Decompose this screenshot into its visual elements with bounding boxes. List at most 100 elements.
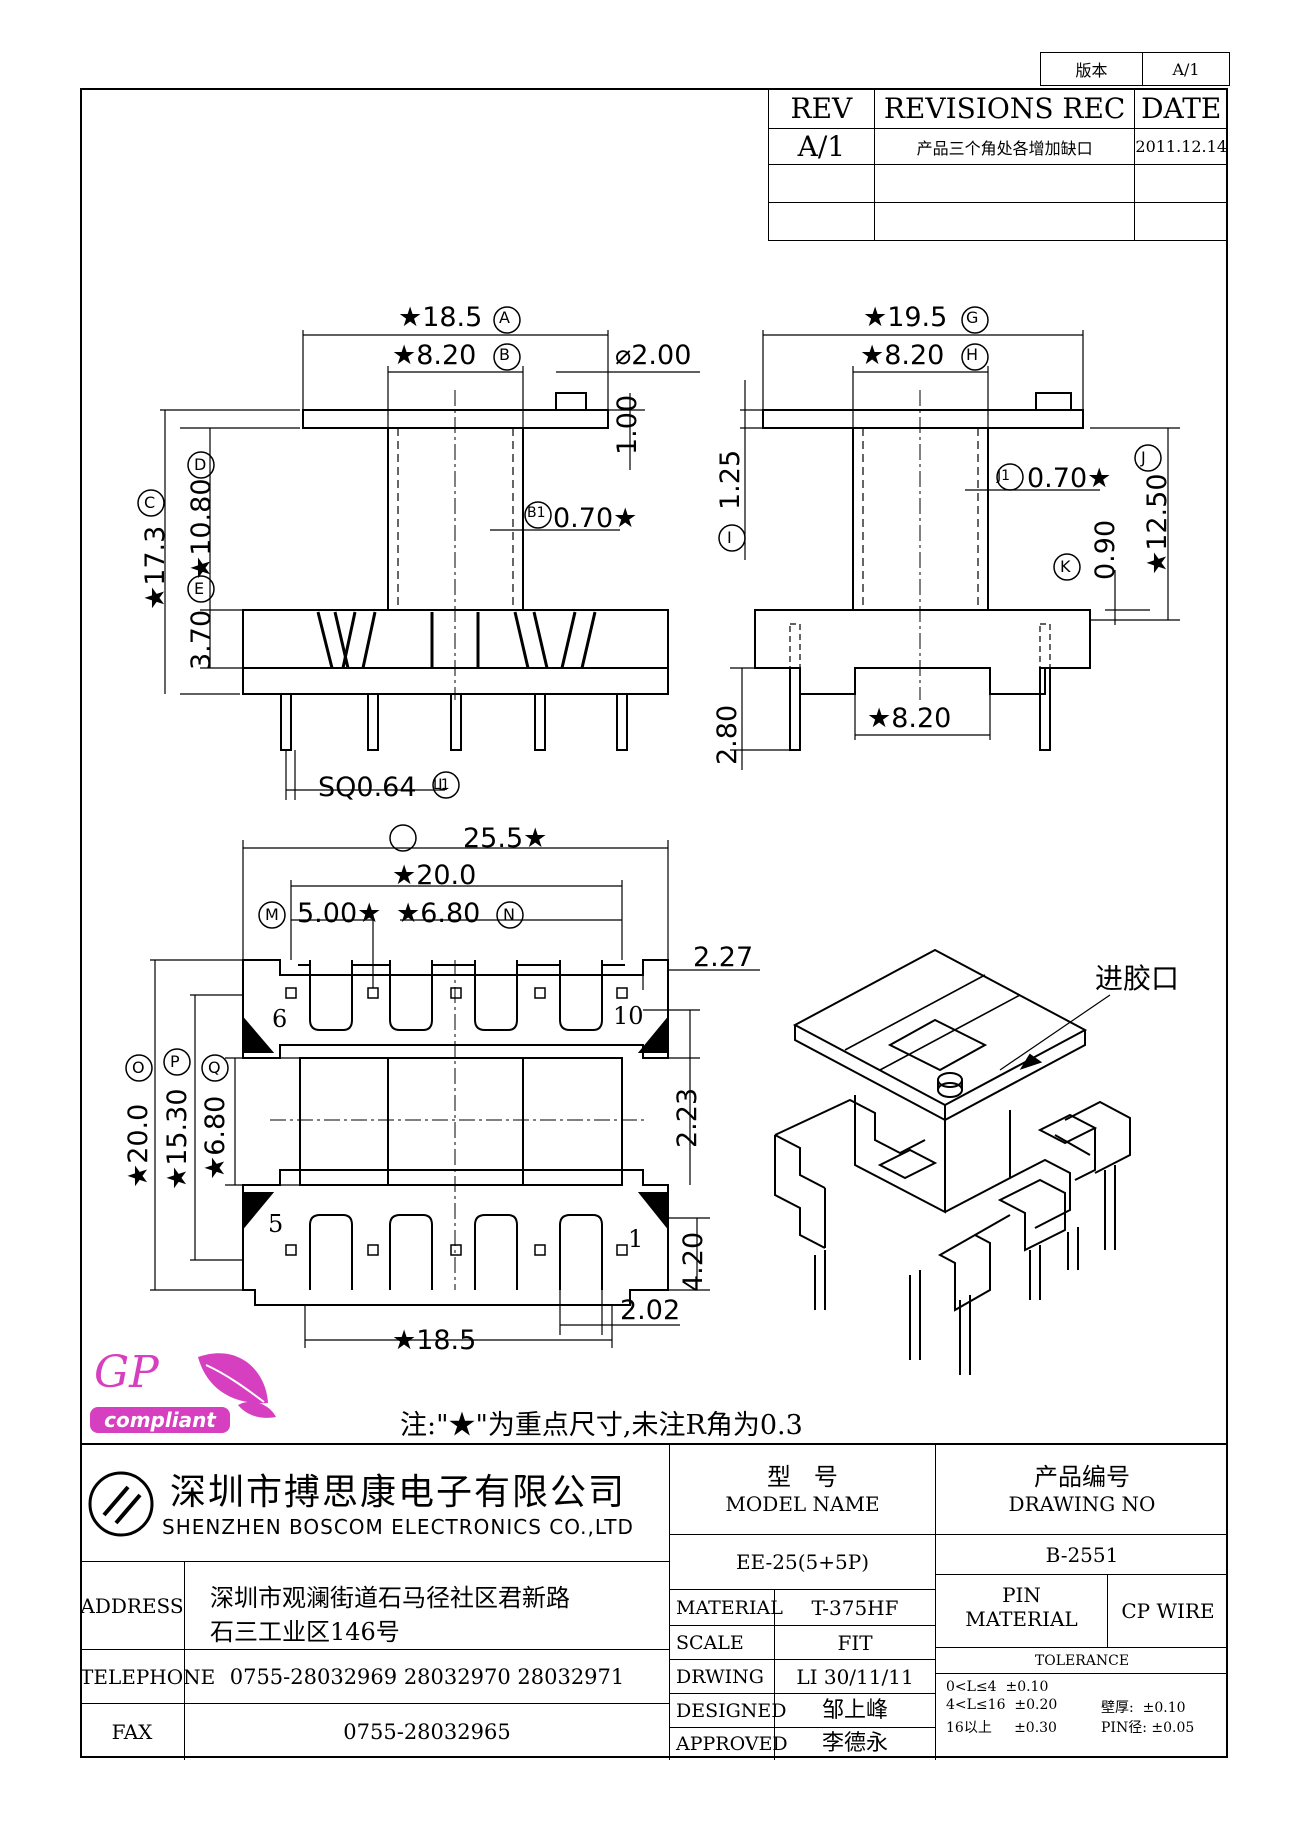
- isometric-view: [774, 948, 1131, 1375]
- tag-q: Q: [208, 1058, 221, 1077]
- spec-block: MATERIAL T-375HF SCALE FIT DRWING LI 30/…: [670, 1590, 936, 1760]
- tag-n: N: [503, 905, 515, 924]
- dim-bottom-span: ★18.5: [392, 1325, 477, 1356]
- rev-cell: A/1: [768, 128, 875, 165]
- approved-value: 李德永: [775, 1728, 936, 1760]
- tag-i: I: [727, 528, 732, 547]
- compliant-badge: compliant: [90, 1407, 230, 1433]
- approved-label: APPROVED: [670, 1728, 788, 1760]
- pin-material-label-cell: PIN MATERIAL: [936, 1575, 1108, 1648]
- tag-p: P: [170, 1052, 180, 1071]
- tag-b1: B1: [527, 505, 546, 521]
- tolerance-row2b: 壁厚: ±0.10: [1101, 1700, 1186, 1716]
- material-value: T-375HF: [775, 1590, 936, 1626]
- dim-b1: 0.70★: [553, 503, 638, 534]
- dim-edge: 2.27: [693, 942, 754, 973]
- telephone-value: 0755-28032969 28032970 28032971: [185, 1650, 670, 1704]
- tag-d: D: [194, 455, 207, 474]
- contact-block: ADDRESS 深圳市观澜街道石马径社区君新路 石三工业区146号 TELEPH…: [80, 1562, 670, 1760]
- tag-g: G: [966, 308, 979, 327]
- dim-side-height: ★12.50: [1142, 473, 1173, 575]
- side-view: [730, 330, 1180, 770]
- model-label-en: MODEL NAME: [725, 1492, 880, 1516]
- pin-material-label: MATERIAL: [965, 1607, 1078, 1631]
- dim-pin-sq: SQ0.64: [318, 772, 417, 803]
- front-view: [160, 330, 700, 800]
- pin-label-6: 6: [272, 1005, 288, 1033]
- bottom-view: [150, 840, 760, 1348]
- date-cell: [1134, 202, 1228, 241]
- drawing-label-cn: 产品编号: [1034, 1463, 1130, 1491]
- tag-l: L: [438, 775, 447, 794]
- drawing-note: 注:"★"为重点尺寸,未注R角为0.3: [400, 1410, 803, 1441]
- model-label-cell: 型 号 MODEL NAME: [670, 1445, 936, 1535]
- telephone-label: TELEPHONE: [80, 1650, 215, 1704]
- front-slots: [316, 611, 597, 669]
- dim-p: ★15.30: [162, 1088, 193, 1190]
- address-value-cell: 深圳市观澜街道石马径社区君新路 石三工业区146号: [185, 1562, 670, 1650]
- dim-pitch-left: 5.00★: [297, 898, 382, 929]
- revision-table: REV REVISIONS REC DATE A/1 产品三个角处各增加缺口 2…: [768, 88, 1228, 241]
- material-label: MATERIAL: [670, 1590, 783, 1626]
- dim-base-right: 4.20: [678, 1231, 709, 1292]
- tag-h: H: [966, 345, 979, 364]
- model-label-cn: 型 号: [767, 1463, 838, 1491]
- dim-side-core: ★8.20: [860, 340, 945, 371]
- title-block: 深圳市搏思康电子有限公司 SHENZHEN BOSCOM ELECTRONICS…: [80, 1443, 1228, 1760]
- version-label: 版本: [1039, 52, 1144, 86]
- tag-o: O: [132, 1058, 145, 1077]
- bottom-top-slots: [298, 960, 625, 1031]
- inlet-label: 进胶口: [1095, 962, 1180, 995]
- rec-header: REVISIONS REC: [873, 88, 1136, 129]
- model-value: EE-25(5+5P): [670, 1535, 936, 1590]
- dim-notch: 2.02: [620, 1295, 681, 1326]
- rec-cell: [873, 202, 1136, 241]
- dim-winding: ★10.80: [186, 478, 217, 580]
- address-line2: 石三工业区146号: [210, 1618, 400, 1646]
- version-value: A/1: [1142, 52, 1230, 86]
- dim-top-flange: 1.00: [612, 394, 643, 455]
- company-cell: 深圳市搏思康电子有限公司 SHENZHEN BOSCOM ELECTRONICS…: [80, 1445, 670, 1562]
- dim-side-width: ★19.5: [863, 302, 948, 333]
- gp-text: GP: [94, 1347, 159, 1398]
- tag-c: C: [144, 493, 156, 512]
- drwing-label: DRWING: [670, 1660, 775, 1694]
- designed-value: 邹上峰: [775, 1694, 936, 1728]
- dim-j1: 0.70★: [1027, 463, 1112, 494]
- tolerance-row1: 0<L≤4 ±0.10: [946, 1679, 1049, 1695]
- pin-label-1: 1: [628, 1225, 644, 1253]
- side-top-flange: [762, 409, 1084, 429]
- designed-label: DESIGNED: [670, 1694, 787, 1728]
- front-pin-boss: [555, 392, 587, 411]
- dim-gap: 2.23: [672, 1087, 703, 1148]
- tag-l1: L1: [433, 777, 450, 793]
- dim-pitch-right: ★6.80: [396, 898, 481, 929]
- scale-label: SCALE: [670, 1626, 775, 1660]
- tag-a: A: [499, 308, 510, 327]
- pin-label-5: 5: [268, 1210, 284, 1238]
- side-pin-boss: [1035, 392, 1072, 411]
- company-cn: 深圳市搏思康电子有限公司: [170, 1472, 627, 1513]
- rec-cell: 产品三个角处各增加缺口: [873, 128, 1136, 165]
- dim-o: ★20.0: [123, 1103, 154, 1188]
- address-line1: 深圳市观澜街道石马径社区君新路: [210, 1584, 570, 1612]
- pin-tolerance-block: PIN MATERIAL CP WIRE TOLERANCE 0<L≤4 ±0.…: [936, 1575, 1228, 1760]
- tag-circles: [125, 306, 1162, 1082]
- tag-b: B: [499, 345, 510, 364]
- tag-e: E: [194, 579, 205, 598]
- tag-j: J: [1141, 448, 1146, 467]
- tag-j1: J1: [997, 468, 1011, 484]
- dim-pin-len: 2.80: [712, 704, 743, 765]
- company-logo-icon: [88, 1471, 154, 1537]
- drwing-value: LI 30/11/11: [775, 1660, 936, 1694]
- tolerance-row2: 4<L≤16 ±0.20: [946, 1697, 1058, 1713]
- tolerance-row3: 16以上 ±0.30: [946, 1720, 1057, 1736]
- bottom-pin-holes: [285, 987, 628, 1256]
- dim-q: ★6.80: [200, 1095, 231, 1180]
- rev-cell: [768, 164, 875, 203]
- pin-material-value: CP WIRE: [1108, 1575, 1228, 1648]
- dim-height-total: ★17.3: [140, 525, 171, 610]
- gp-compliant-logo: GP compliant: [88, 1345, 278, 1435]
- side-pin-left: [789, 667, 801, 751]
